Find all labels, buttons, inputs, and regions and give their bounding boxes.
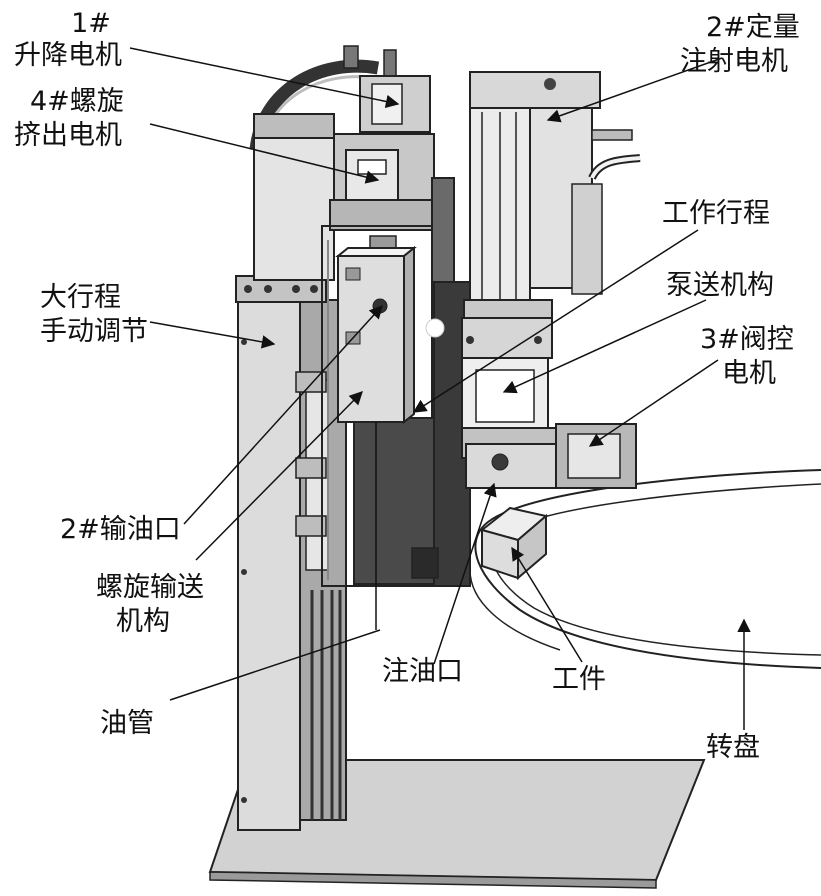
label-oil-outlet: 2#输油口 (60, 514, 181, 545)
outlet-block (335, 245, 417, 425)
label-work-stroke: 工作行程 (662, 198, 770, 229)
marker-dot (425, 318, 445, 338)
label-screw-conveyor-line2: 机构 (116, 606, 170, 637)
label-dosing-motor-name: 注射电机 (680, 46, 788, 77)
label-manual-adjust-line1: 大行程 (40, 282, 121, 313)
dosing-unit (463, 71, 641, 331)
screw-motor (329, 133, 443, 231)
label-oil-pipe: 油管 (100, 708, 154, 739)
label-valve-motor-number: 3#阀控 (700, 324, 794, 355)
label-valve-motor-name: 电机 (722, 358, 776, 389)
pump-block (461, 317, 553, 433)
valve-motor (461, 423, 637, 489)
label-screw-motor-number: 4#螺旋 (30, 86, 124, 117)
label-turntable: 转盘 (706, 732, 760, 763)
vertical-column (237, 295, 347, 831)
label-dosing-motor-number: 2#定量 (706, 12, 800, 43)
label-pump-mechanism: 泵送机构 (666, 270, 774, 301)
label-screw-motor-name: 挤出电机 (14, 120, 122, 151)
workpiece (479, 506, 549, 581)
label-lift-motor-number: 1# (71, 8, 111, 39)
label-manual-adjust-line2: 手动调节 (40, 316, 148, 347)
label-workpiece: 工件 (552, 664, 606, 695)
label-screw-conveyor-line1: 螺旋输送 (96, 572, 204, 603)
label-lift-motor-name: 升降电机 (14, 40, 122, 71)
label-oil-inlet: 注油口 (382, 656, 463, 687)
leader-lines (129, 47, 751, 730)
left-housing (253, 113, 335, 281)
